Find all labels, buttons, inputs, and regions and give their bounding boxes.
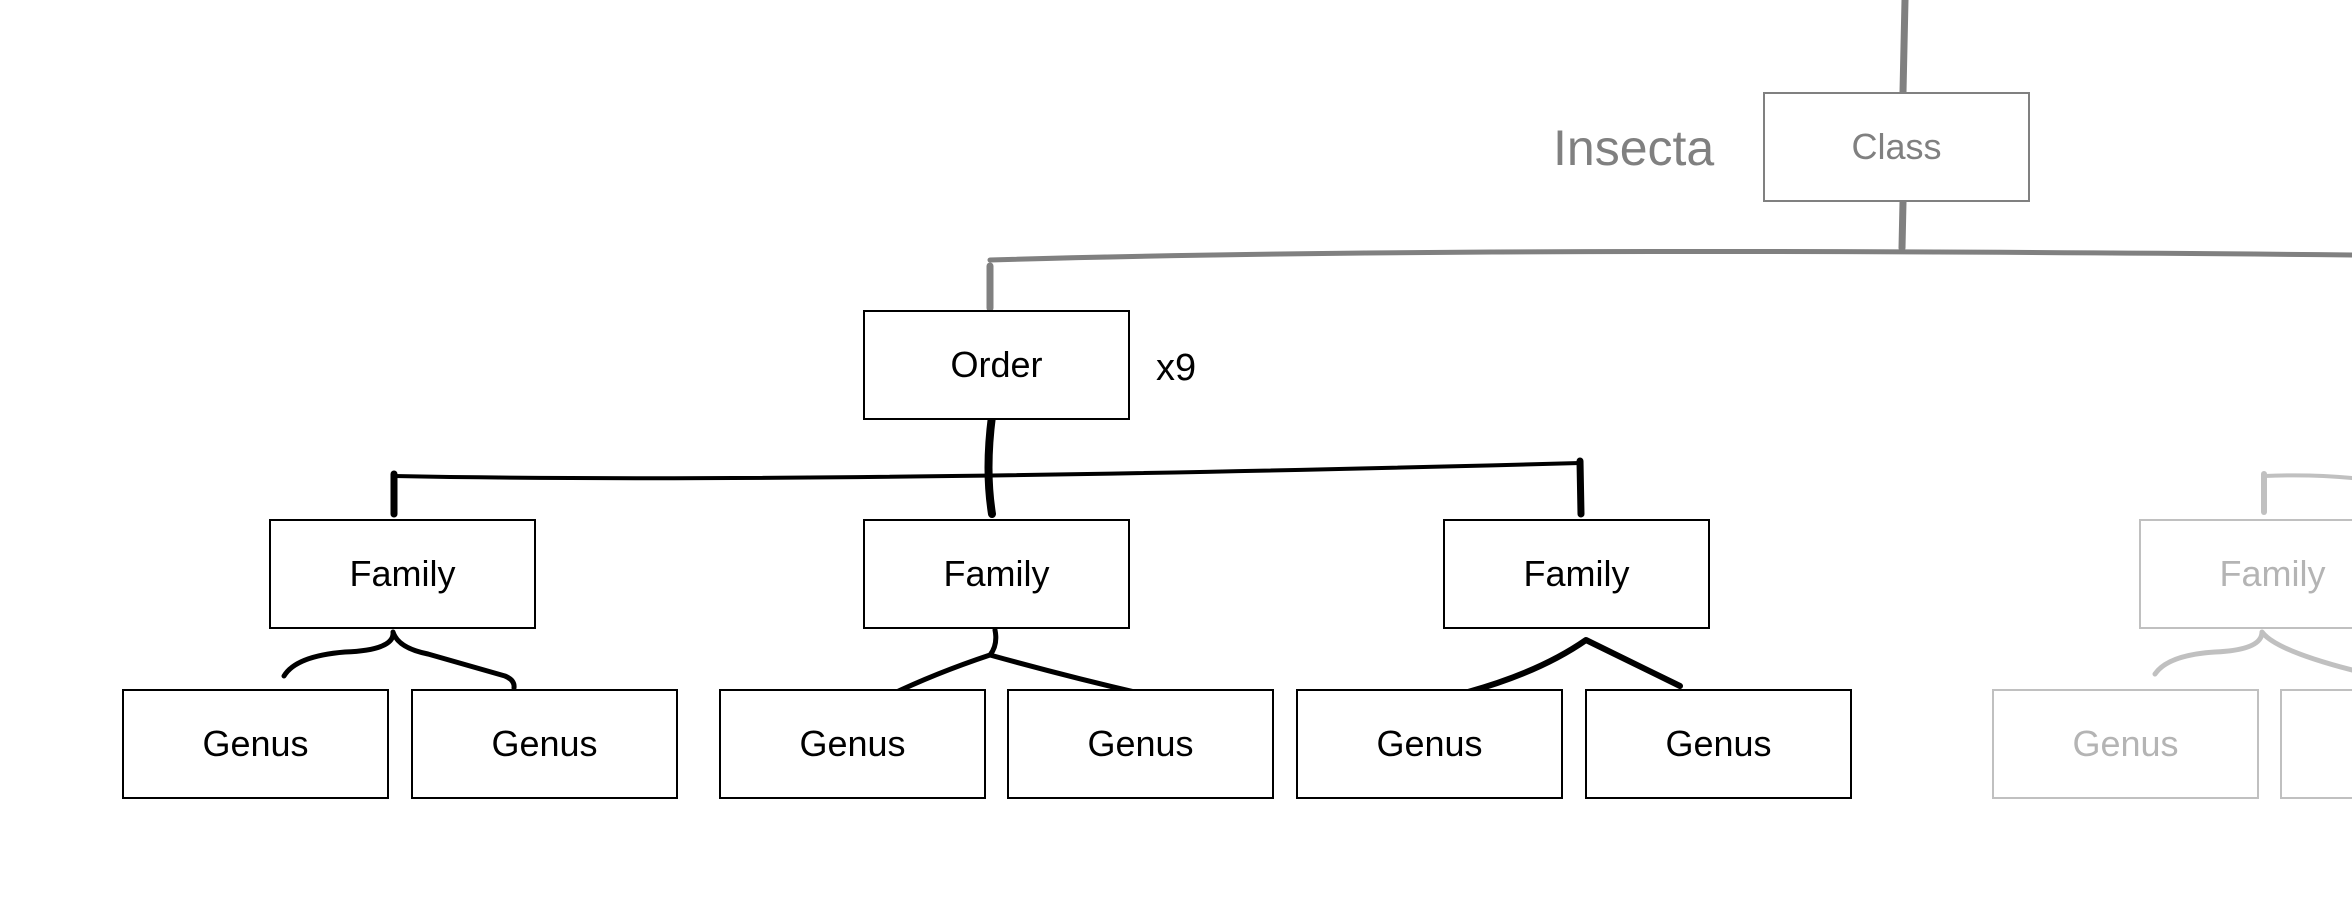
class-taxon-label: Insecta (1553, 120, 1715, 176)
genus-node: Genus (122, 689, 389, 799)
family-node: Family (1443, 519, 1710, 629)
order-multiplier-label: x9 (1156, 347, 1197, 389)
family-1-genus-branches (281, 629, 517, 691)
genus-node-faded-partial (2280, 689, 2352, 799)
order-to-families-stem (984, 412, 996, 518)
class-to-parent-line (1899, 0, 1909, 96)
family-node: Family (269, 519, 536, 629)
genus-node: Genus (411, 689, 678, 799)
class-to-children-stem (1898, 198, 1907, 252)
faded-branch-bar (2262, 473, 2352, 480)
genus-node-faded: Genus (1992, 689, 2259, 799)
genus-node: Genus (1007, 689, 1274, 799)
class-children-bar (987, 248, 2352, 263)
order-families-bar (392, 461, 1582, 481)
family-3-drop (1576, 457, 1585, 518)
order-node: Order (863, 310, 1130, 420)
genus-node: Genus (719, 689, 986, 799)
family-node: Family (863, 519, 1130, 629)
genus-node: Genus (1296, 689, 1563, 799)
family-3-genus-branches (1465, 637, 1683, 695)
class-node: Class (1763, 92, 2030, 202)
faded-family-genus-branches (2152, 629, 2352, 677)
genus-node: Genus (1585, 689, 1852, 799)
family-node-faded: Family (2139, 519, 2352, 629)
